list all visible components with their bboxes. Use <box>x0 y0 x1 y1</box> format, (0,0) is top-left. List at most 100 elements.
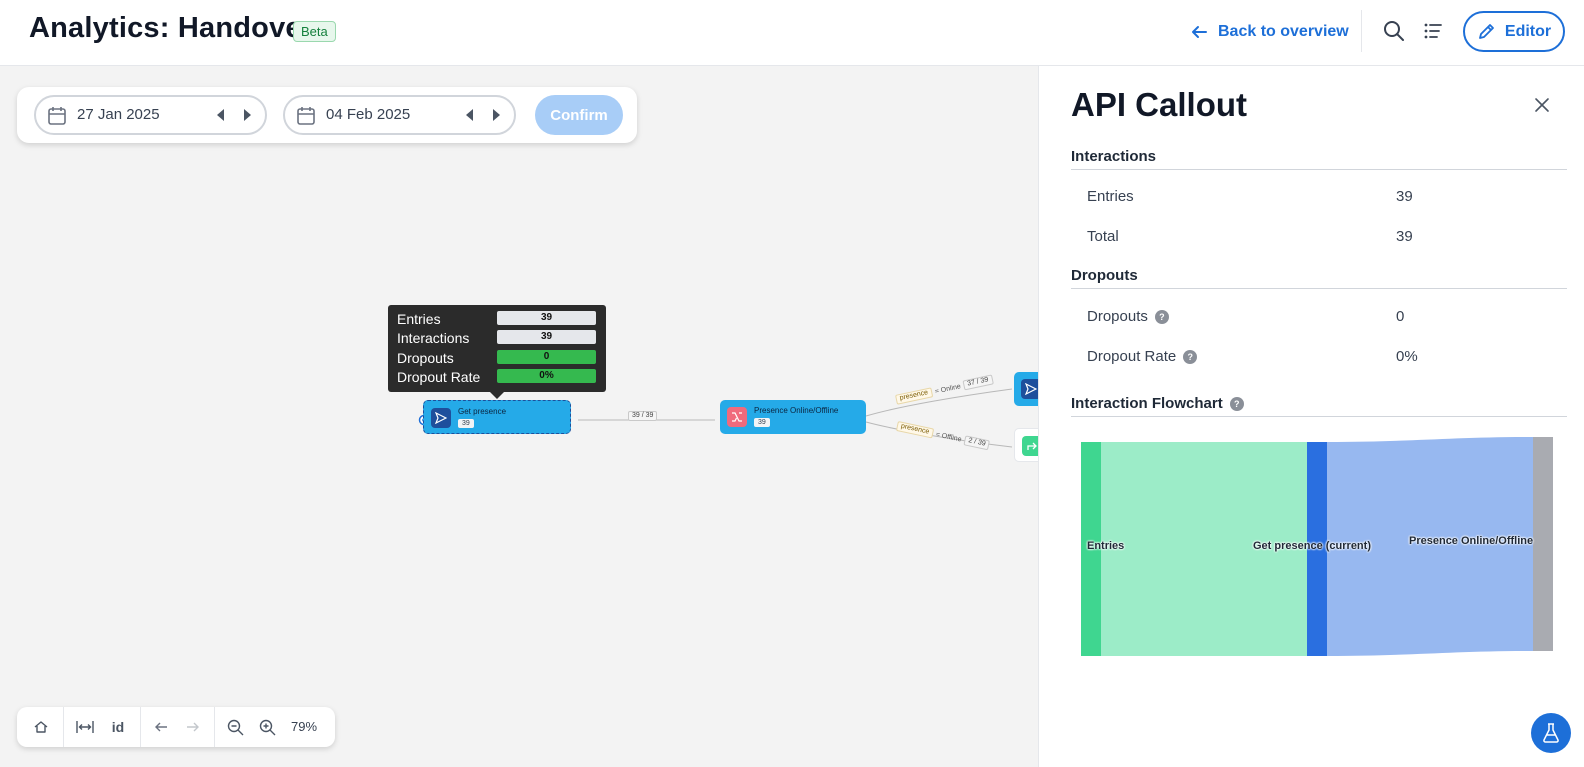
details-panel: API Callout Interactions Entries 39 Tota… <box>1038 66 1584 767</box>
zoom-in-icon <box>259 719 275 735</box>
node-label: Presence Online/Offline <box>754 406 839 415</box>
pencil-icon <box>1478 23 1494 39</box>
tooltip-value: 39 <box>497 330 596 344</box>
list-button[interactable] <box>1420 18 1446 44</box>
flow-canvas[interactable]: 27 Jan 2025 04 Feb 2025 Confirm <box>0 66 1038 767</box>
zoom-level: 79% <box>291 719 318 734</box>
tooltip-label: Interactions <box>397 330 470 346</box>
arrow-left-icon <box>155 722 167 732</box>
prev-day-icon[interactable] <box>465 109 475 121</box>
sankey-label-get-presence: Get presence (current) <box>1253 540 1371 552</box>
stat-label-text: Dropouts <box>1087 308 1148 325</box>
stat-label-dropout-rate: Dropout Rate ? <box>1087 348 1198 365</box>
stat-label-dropouts: Dropouts ? <box>1087 308 1169 325</box>
redo-button[interactable] <box>180 707 206 747</box>
toggle-id-button[interactable]: id <box>111 719 125 735</box>
confirm-button[interactable]: Confirm <box>535 95 623 135</box>
editor-button[interactable]: Editor <box>1463 11 1565 52</box>
tooltip-value: 0 <box>497 350 596 364</box>
home-button[interactable] <box>27 707 55 747</box>
send-icon <box>1021 379 1038 399</box>
node-stats-tooltip: Entries 39 Interactions 39 Dropouts 0 Dr… <box>388 305 606 399</box>
split-icon <box>727 407 747 427</box>
sankey-link-get-presence <box>1327 437 1533 656</box>
undo-button[interactable] <box>148 707 174 747</box>
sankey-node-presence <box>1533 437 1553 651</box>
tooltip-value: 0% <box>497 369 596 383</box>
canvas-toolbar: id 79% <box>17 707 335 747</box>
tooltip-label: Dropouts <box>397 350 454 366</box>
help-icon[interactable]: ? <box>1154 309 1169 324</box>
redirect-icon <box>1022 436 1038 456</box>
toolbar-divider <box>140 707 141 747</box>
stat-label-text: Entries <box>1087 188 1134 205</box>
help-icon[interactable]: ? <box>1183 349 1198 364</box>
tooltip-row-dropouts: Dropouts 0 <box>397 348 597 367</box>
flow-node-offline[interactable] <box>1014 428 1038 462</box>
flow-node-get-presence[interactable]: Get presence 39 <box>423 400 571 434</box>
node-label: Get presence <box>458 407 507 416</box>
tooltip-label: Entries <box>397 311 441 327</box>
editor-button-label: Editor <box>1504 22 1552 40</box>
top-header: Analytics: Handover Beta Back to overvie… <box>0 0 1584 66</box>
tooltip-row-interactions: Interactions 39 <box>397 328 597 347</box>
calendar-icon <box>297 107 315 125</box>
list-icon <box>1424 23 1442 39</box>
next-day-icon[interactable] <box>491 109 501 121</box>
section-heading-interactions: Interactions <box>1071 148 1157 165</box>
flow-node-online[interactable] <box>1014 372 1038 406</box>
close-icon[interactable] <box>1533 96 1551 114</box>
sankey-label-presence: Presence Online/Offline <box>1409 535 1534 547</box>
stat-label-text: Total <box>1087 228 1119 245</box>
stat-label-entries: Entries <box>1087 188 1134 205</box>
section-divider <box>1071 169 1567 170</box>
tooltip-row-dropout-rate: Dropout Rate 0% <box>397 367 597 386</box>
stat-value-dropouts: 0 <box>1396 308 1405 325</box>
arrow-left-icon <box>1192 26 1207 38</box>
stat-value-entries: 39 <box>1396 188 1413 205</box>
panel-title: API Callout <box>1071 86 1248 123</box>
labs-button[interactable] <box>1531 713 1571 753</box>
sankey-node-get-presence <box>1307 442 1327 656</box>
zoom-in-button[interactable] <box>254 707 280 747</box>
edge-line <box>865 388 1013 417</box>
sankey-link-entries <box>1101 442 1307 656</box>
help-icon[interactable]: ? <box>1229 396 1244 411</box>
tooltip-label: Dropout Rate <box>397 369 481 385</box>
section-heading-flowchart: Interaction Flowchart ? <box>1071 395 1244 412</box>
sankey-node-entries <box>1081 442 1101 656</box>
send-icon <box>431 408 451 428</box>
toolbar-divider <box>63 707 64 747</box>
zoom-out-icon <box>227 719 243 735</box>
beta-badge: Beta <box>293 21 336 42</box>
flask-icon <box>1543 723 1559 743</box>
end-date-field[interactable]: 04 Feb 2025 <box>283 95 516 135</box>
tooltip-row-entries: Entries 39 <box>397 309 597 328</box>
calendar-icon <box>48 107 66 125</box>
search-button[interactable] <box>1381 18 1407 44</box>
back-to-overview-link[interactable]: Back to overview <box>1190 20 1349 44</box>
home-icon <box>34 721 48 733</box>
section-divider <box>1071 288 1567 289</box>
date-range-bar: 27 Jan 2025 04 Feb 2025 Confirm <box>17 87 637 143</box>
next-day-icon[interactable] <box>242 109 252 121</box>
sankey-label-entries: Entries <box>1087 540 1125 552</box>
start-date-field[interactable]: 27 Jan 2025 <box>34 95 267 135</box>
zoom-out-button[interactable] <box>222 707 248 747</box>
header-divider <box>1361 10 1362 52</box>
section-heading-dropouts: Dropouts <box>1071 267 1138 284</box>
back-to-overview-label: Back to overview <box>1218 23 1349 40</box>
prev-day-icon[interactable] <box>216 109 226 121</box>
node-count: 39 <box>458 419 474 428</box>
arrow-right-icon <box>187 722 199 732</box>
edge-count-label: 39 / 39 <box>628 411 658 421</box>
fit-width-button[interactable] <box>71 707 99 747</box>
interaction-sankey-chart <box>1081 437 1553 656</box>
stat-label-total: Total <box>1087 228 1119 245</box>
stat-value-dropout-rate: 0% <box>1396 348 1418 365</box>
section-divider <box>1071 416 1567 417</box>
stat-value-total: 39 <box>1396 228 1413 245</box>
search-icon <box>1384 21 1404 41</box>
flow-node-presence-online-offline[interactable]: Presence Online/Offline 39 <box>720 400 866 434</box>
fit-width-icon <box>76 721 94 733</box>
